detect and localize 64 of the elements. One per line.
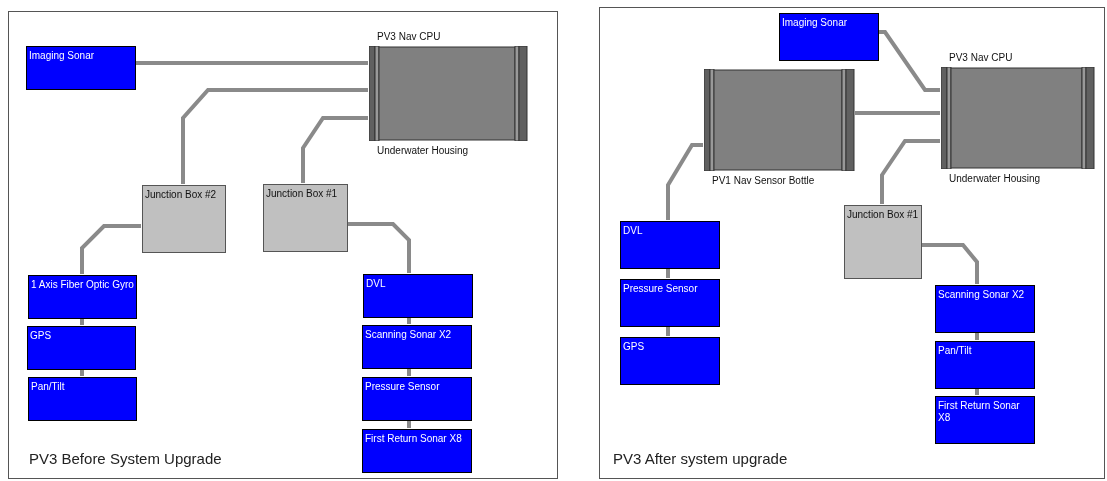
cable-line [347, 222, 411, 273]
device-label: Imaging Sonar [29, 50, 96, 62]
panel-caption: PV3 After system upgrade [613, 450, 788, 467]
device-box [27, 326, 136, 370]
device-box [935, 285, 1035, 333]
cable-line [666, 268, 670, 278]
cable-line [666, 326, 670, 336]
housing-label: Underwater Housing [377, 145, 469, 156]
panel-caption: PV3 Before System Upgrade [29, 450, 222, 467]
cable-line [975, 332, 979, 340]
device-box [935, 396, 1035, 444]
device-label: First Return Sonar X8 [938, 400, 1021, 424]
cable-line [855, 111, 940, 115]
housing-label: PV3 Nav CPU [949, 52, 1013, 63]
device-label: Scanning Sonar X2 [938, 289, 1026, 301]
housing-label: PV1 Nav Sensor Bottle [712, 175, 815, 186]
device-box [363, 274, 473, 318]
device-label: Junction Box #1 [266, 188, 339, 200]
device-box [28, 377, 137, 421]
device-label: Junction Box #2 [145, 189, 218, 201]
device-box [26, 46, 136, 90]
device-box [362, 377, 472, 421]
device-box [362, 325, 472, 369]
device-label: Junction Box #1 [847, 209, 919, 221]
cable-line [135, 61, 368, 65]
cable-line [666, 143, 703, 220]
housing-label: PV3 Nav CPU [377, 31, 441, 42]
device-label: Scanning Sonar X2 [365, 329, 453, 341]
cable-line [407, 368, 411, 376]
device-box [620, 221, 720, 269]
device-label: First Return Sonar X8 [365, 433, 463, 445]
device-label: Imaging Sonar [782, 17, 849, 29]
device-label: DVL [623, 225, 644, 237]
cable-line [80, 318, 84, 325]
cable-line [407, 420, 411, 428]
junction-box [142, 185, 226, 253]
panel-frame [599, 7, 1105, 479]
cable-line [181, 88, 368, 184]
housing-label: Underwater Housing [949, 173, 1041, 184]
device-box [620, 337, 720, 385]
device-box [620, 279, 720, 327]
cable-line [80, 369, 84, 376]
device-label: Pressure Sensor [623, 283, 699, 295]
junction-box [263, 184, 348, 252]
device-label: DVL [366, 278, 387, 290]
cable-line [880, 139, 940, 204]
device-box [779, 13, 879, 61]
junction-box [844, 205, 922, 279]
device-label: Pressure Sensor [365, 381, 441, 393]
device-box [935, 341, 1035, 389]
device-box [28, 275, 137, 319]
device-label: Pan/Tilt [938, 345, 973, 357]
device-label: GPS [30, 330, 53, 342]
device-box [362, 429, 472, 473]
device-label: Pan/Tilt [31, 381, 66, 393]
cable-line [407, 317, 411, 324]
panel-frame [8, 11, 558, 479]
cable-line [80, 224, 141, 274]
device-label: GPS [623, 341, 646, 353]
cable-line [878, 30, 940, 92]
cable-line [921, 243, 979, 284]
cable-line [301, 116, 368, 183]
cable-line [975, 388, 979, 395]
device-label: 1 Axis Fiber Optic Gyro [31, 279, 134, 291]
